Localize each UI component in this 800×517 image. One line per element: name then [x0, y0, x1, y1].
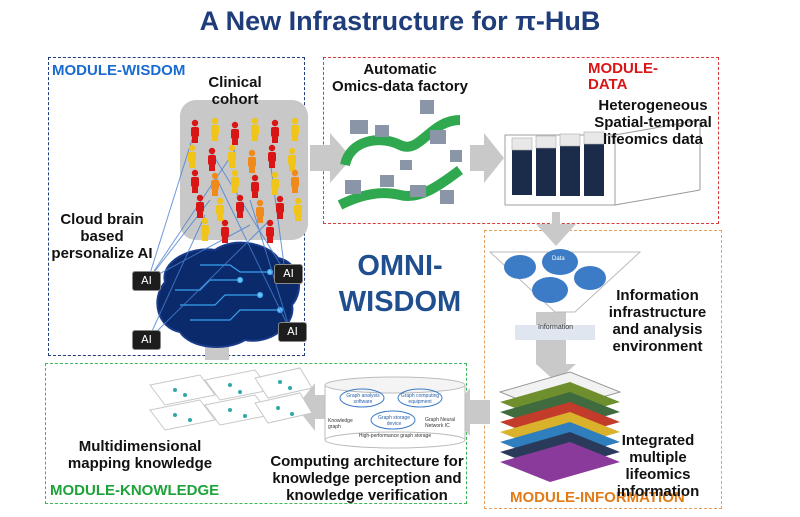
module-data-label-line2: DATA	[588, 77, 658, 93]
funnel-label-data: Data	[552, 256, 565, 262]
clinical-cohort-label: Clinical cohort	[195, 74, 275, 108]
person-icon	[188, 145, 196, 168]
person-icon	[211, 118, 219, 141]
info-infrastructure-line3: and analysis	[600, 321, 715, 338]
omics-factory-line2: Omics-data factory	[320, 78, 480, 95]
graph-item-knowledge-graph: Knowledge graph	[328, 418, 362, 430]
person-icon	[268, 145, 276, 168]
cohort-background	[180, 100, 308, 240]
person-icon	[236, 195, 244, 218]
person-icon	[271, 172, 279, 195]
clinical-cohort-line1: Clinical	[195, 74, 275, 91]
omics-factory-line1: Automatic	[320, 61, 480, 78]
person-icon	[216, 198, 224, 221]
integrated-line1: Integrated	[598, 432, 718, 449]
person-icon	[201, 218, 209, 241]
info-infrastructure-line4: environment	[600, 338, 715, 355]
person-icon	[248, 150, 256, 173]
flow-arrow-data-to-info	[536, 212, 576, 246]
person-icon	[288, 148, 296, 171]
omics-factory-label: Automatic Omics-data factory	[320, 61, 480, 95]
info-infrastructure-line2: infrastructure	[600, 304, 715, 321]
person-icon	[294, 198, 302, 221]
graph-item-storage: Graph storage device	[375, 415, 413, 427]
person-icon	[276, 196, 284, 219]
omni-wisdom-line2: WISDOM	[320, 284, 480, 320]
person-icon	[211, 173, 219, 196]
person-icon	[271, 120, 279, 143]
computing-line1: Computing architecture for	[262, 453, 472, 470]
cloud-brain-label: Cloud brain based personalize AI	[42, 211, 162, 262]
multidimensional-mapping-label: Multidimensional mapping knowledge	[50, 438, 230, 472]
clinical-cohort-line2: cohort	[195, 91, 275, 108]
omni-wisdom-label: OMNI- WISDOM	[320, 248, 480, 320]
person-icon	[291, 170, 299, 193]
person-icon	[251, 175, 259, 198]
heterogeneous-line2: Spatial-temporal	[588, 114, 718, 131]
computing-line3: knowledge verification	[262, 487, 472, 504]
cloud-brain-line1: Cloud brain	[42, 211, 162, 228]
person-icon	[231, 170, 239, 193]
heterogeneous-line3: lifeomics data	[588, 131, 718, 148]
person-icon	[196, 195, 204, 218]
graph-item-analysis: Graph analysis software	[344, 393, 382, 405]
mapping-panels	[150, 368, 312, 430]
graph-item-gnn-ic: Graph Neural Network IC	[425, 417, 463, 429]
heterogeneous-data-label: Heterogeneous Spatial-temporal lifeomics…	[588, 97, 718, 148]
person-icon	[228, 145, 236, 168]
person-icon	[266, 220, 274, 243]
person-icon	[251, 118, 259, 141]
graph-storage-caption: High-performance graph storage	[345, 433, 445, 439]
module-wisdom-label: MODULE-WISDOM	[52, 62, 185, 79]
module-data-label: MODULE- DATA	[588, 61, 658, 93]
multidimensional-line1: Multidimensional	[50, 438, 230, 455]
person-icon	[221, 220, 229, 243]
integrated-line2: multiple lifeomics	[598, 449, 718, 483]
graph-item-computing: Graph computing equipment	[400, 393, 440, 405]
module-data-label-line1: MODULE-	[588, 61, 658, 77]
cloud-brain-line2: based	[42, 228, 162, 245]
person-icon	[191, 170, 199, 193]
info-infrastructure-line1: Information	[600, 287, 715, 304]
module-knowledge-label: MODULE-KNOWLEDGE	[50, 482, 219, 499]
omni-wisdom-line1: OMNI-	[320, 248, 480, 284]
multidimensional-line2: mapping knowledge	[50, 455, 230, 472]
ai-chip-icon: AI	[274, 264, 303, 284]
person-icon	[208, 148, 216, 171]
integrated-info-label: Integrated multiple lifeomics informatio…	[598, 432, 718, 500]
heterogeneous-line1: Heterogeneous	[588, 97, 718, 114]
info-infrastructure-label: Information infrastructure and analysis …	[600, 287, 715, 355]
person-icon	[291, 118, 299, 141]
ai-chip-icon: AI	[132, 271, 161, 291]
computing-line2: knowledge perception and	[262, 470, 472, 487]
funnel-label-information: Information	[538, 324, 573, 331]
ai-chip-icon: AI	[132, 330, 161, 350]
flow-arrow-factory-to-data	[470, 133, 504, 183]
cloud-brain-line3: personalize AI	[42, 245, 162, 262]
computing-architecture-label: Computing architecture for knowledge per…	[262, 453, 472, 504]
integrated-line3: information	[598, 483, 718, 500]
person-icon	[256, 200, 264, 223]
ai-chip-icon: AI	[278, 322, 307, 342]
person-icon	[231, 122, 239, 145]
person-icon	[191, 120, 199, 143]
